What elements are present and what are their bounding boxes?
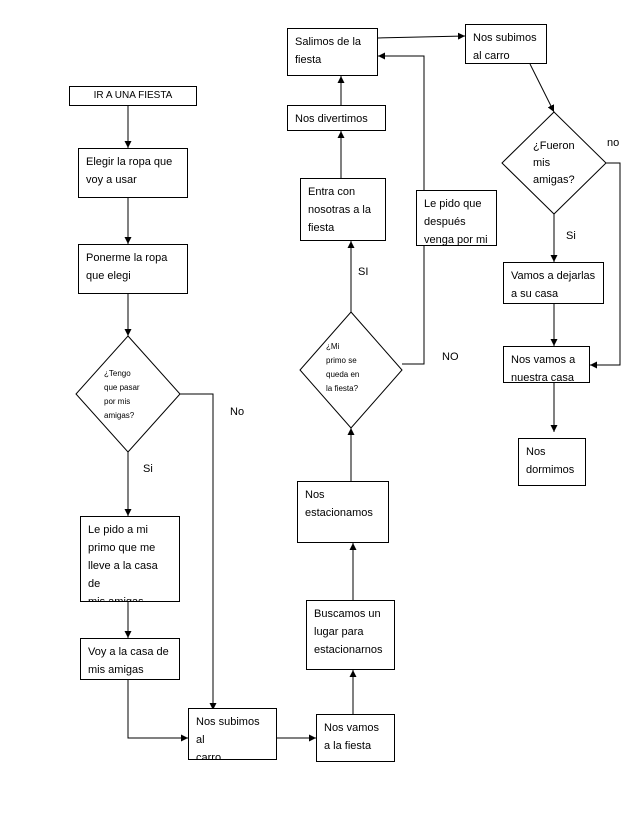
node-divertimos: Nos divertimos [287, 105, 386, 131]
node-dejarlas: Vamos a dejarlas a su casa [503, 262, 604, 304]
decision-tengo-pasar-text: ¿Tengo que pasar por mis amigas? [104, 369, 140, 420]
label-no-tengo: No [230, 406, 245, 418]
node-dormimos: Nos dormimos [518, 438, 586, 486]
label-no-primo: NO [442, 351, 459, 363]
node-subimos-carro-2: Nos subimos al carro [465, 24, 547, 64]
arrow-fueron-no-to-vamos-casa [590, 162, 621, 369]
arrow-subimos-2-to-fueron [529, 63, 555, 113]
label-si-tengo: Si [143, 463, 153, 475]
node-salimos: Salimos de la fiesta [287, 28, 378, 76]
node-pido-venga: Le pido que después venga por mi [416, 190, 497, 246]
node-ir-a-una-fiesta: IR A UNA FIESTA [69, 86, 197, 106]
node-vamos-fiesta: Nos vamos a la fiesta [316, 714, 395, 762]
node-voy-casa: Voy a la casa de mis amigas [80, 638, 180, 680]
label-no-fueron: no [607, 137, 620, 149]
node-estacionamos: Nos estacionamos [297, 481, 389, 543]
decision-primo-queda-text: ¿Mi primo se queda en la fiesta? [326, 342, 360, 393]
label-si-primo: SI [358, 266, 369, 278]
node-ponerme-ropa: Ponerme la ropa que elegi [78, 244, 188, 294]
arrow-no-to-subimos [180, 393, 217, 710]
node-vamos-casa: Nos vamos a nuestra casa [503, 346, 590, 383]
node-entra-con: Entra con nosotras a la fiesta [300, 178, 386, 241]
node-buscamos-lugar: Buscamos un lugar para estacionarnos [306, 600, 395, 670]
node-pido-primo: Le pido a mi primo que me lleve a la cas… [80, 516, 180, 602]
node-subimos-carro-1: Nos subimos al carro [188, 708, 277, 760]
arrow-voy-to-subimos [127, 680, 188, 742]
label-si-fueron: Si [566, 230, 576, 242]
decision-fueron-amigas-text: ¿Fueron mis amigas? [533, 140, 575, 186]
node-elegir-ropa: Elegir la ropa que voy a usar [78, 148, 188, 198]
arrow-salimos-to-subimos-2 [377, 32, 466, 40]
